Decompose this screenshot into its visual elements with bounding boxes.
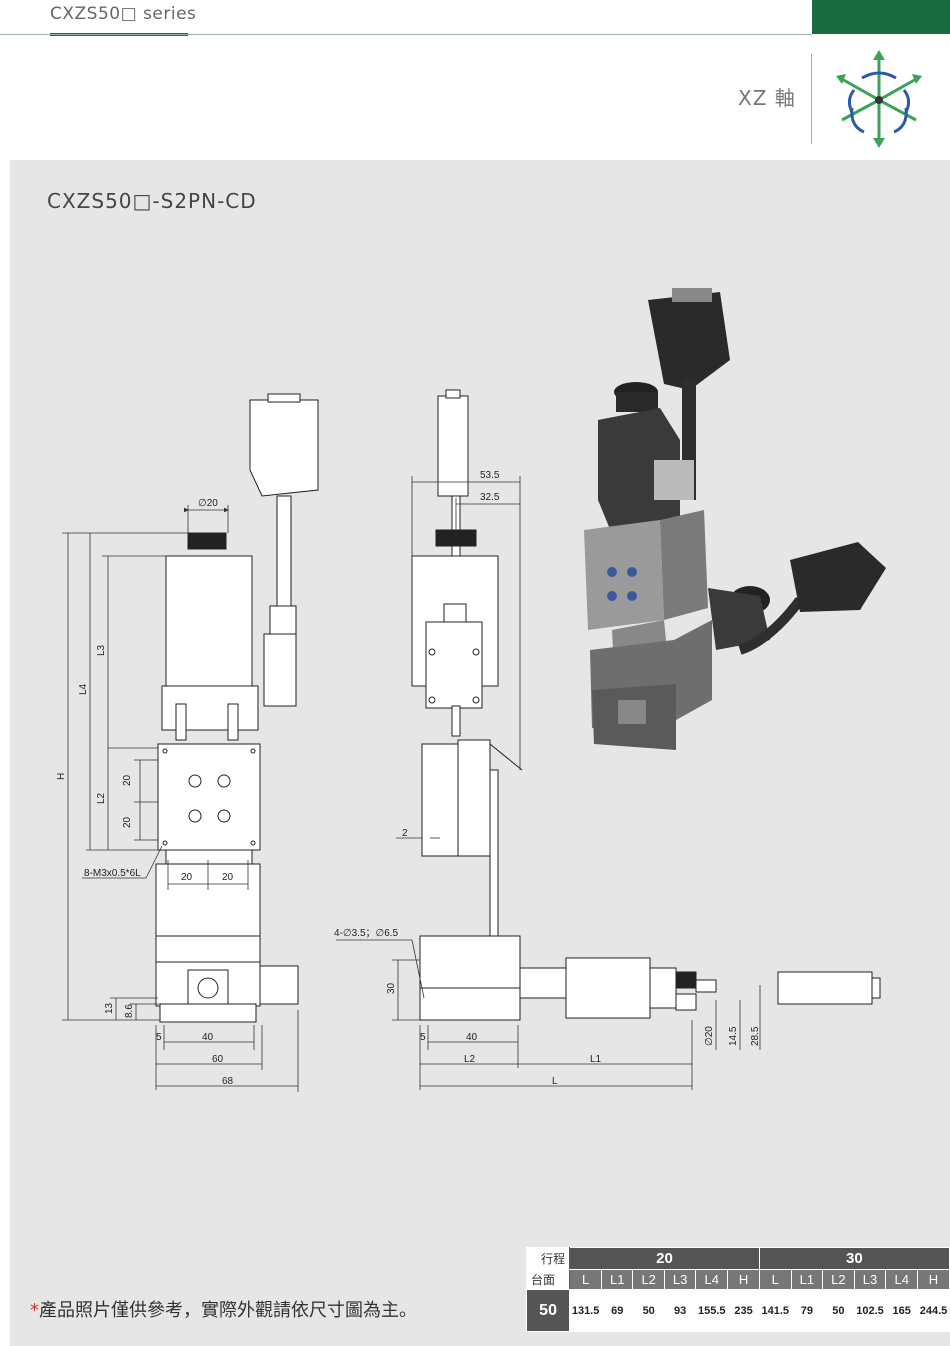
dim-5: 5 [156, 1032, 162, 1043]
row-key-50: 50 [525, 1289, 571, 1332]
dim-L2-side: L2 [464, 1054, 476, 1065]
axis-divider [811, 54, 812, 144]
col-L: L [569, 1269, 603, 1290]
table-label: 台面 [525, 1269, 571, 1290]
header-rule [0, 34, 812, 35]
axis-label: XZ 軸 [738, 86, 796, 110]
series-title: CXZS50□ series [50, 4, 197, 24]
note-star: * [30, 1300, 39, 1321]
dim-b20a: 20 [181, 872, 193, 883]
col-H: H [917, 1269, 950, 1290]
group-header-20: 20 [569, 1247, 760, 1270]
stroke-label: 行程 [541, 1252, 566, 1266]
cell-value: 69 [601, 1289, 634, 1332]
dim-14-5: 14.5 [728, 1026, 739, 1046]
dim-b20b: 20 [222, 872, 234, 883]
dim-L4: L4 [78, 683, 89, 695]
col-H: H [727, 1269, 760, 1290]
dim-5-side: 5 [420, 1032, 426, 1043]
col-L1: L1 [790, 1269, 824, 1290]
product-render [584, 288, 886, 750]
front-dimensions [62, 505, 299, 1092]
col-L2: L2 [822, 1269, 855, 1290]
dim-40-side: 40 [466, 1032, 478, 1043]
disclaimer-note: *產品照片僅供參考，實際外觀請依尺寸圖為主。 [30, 1296, 417, 1322]
dim-32-5: 32.5 [480, 492, 500, 503]
spec-table: 行程 20 30 台面 L L1 L2 L3 L4 H L L1 L2 L3 L… [525, 1247, 950, 1332]
cell-value: 79 [790, 1289, 824, 1332]
cell-value: 235 [727, 1289, 760, 1332]
dim-28-5: 28.5 [750, 1026, 761, 1046]
header-accent-bar [812, 0, 950, 34]
cell-value: 244.5 [917, 1289, 950, 1332]
dim-13: 13 [104, 1002, 115, 1014]
dim-L: L [552, 1076, 558, 1087]
side-dimension-labels: 53.5 32.5 2 4-∅3.5；∅6.5 30 5 40 L2 L1 L … [334, 470, 761, 1087]
dim-2: 2 [402, 828, 408, 839]
dim-hole: 8-M3x0.5*6L [84, 868, 141, 879]
cell-value: 131.5 [569, 1289, 603, 1332]
group-header-30: 30 [758, 1247, 950, 1270]
dim-phi20: ∅20 [198, 498, 218, 509]
dim-phi20-side: ∅20 [704, 1026, 715, 1046]
model-title: CXZS50□-S2PN-CD [47, 189, 257, 213]
dim-L1: L1 [590, 1054, 602, 1065]
cell-value: 141.5 [758, 1289, 792, 1332]
dim-8-6: 8.6 [124, 1004, 135, 1018]
cell-value: 50 [632, 1289, 665, 1332]
dim-60: 60 [212, 1054, 224, 1065]
front-view [155, 393, 319, 1023]
dim-L2: L2 [96, 792, 107, 804]
dim-H: H [56, 773, 67, 780]
col-L3: L3 [853, 1269, 887, 1290]
col-L1: L1 [601, 1269, 634, 1290]
stroke-label-cell: 行程 [525, 1247, 571, 1270]
side-view [411, 389, 881, 1021]
dim-holes: 4-∅3.5；∅6.5 [334, 928, 399, 939]
cell-value: 155.5 [695, 1289, 729, 1332]
cell-value: 50 [822, 1289, 855, 1332]
dim-40: 40 [202, 1032, 214, 1043]
dim-20b: 20 [122, 816, 133, 828]
col-L3: L3 [663, 1269, 697, 1290]
cell-value: 93 [663, 1289, 697, 1332]
cell-value: 102.5 [853, 1289, 887, 1332]
col-L4: L4 [695, 1269, 729, 1290]
col-L: L [758, 1269, 792, 1290]
xyz-axis-icon [836, 50, 922, 148]
front-dimension-labels: ∅20 H L4 L3 L2 20 20 8-M3x0.5*6L 20 20 1… [56, 498, 234, 1087]
dim-L3: L3 [96, 644, 107, 656]
dim-68: 68 [222, 1076, 234, 1087]
col-L2: L2 [632, 1269, 665, 1290]
dim-53-5: 53.5 [480, 470, 500, 481]
col-L4: L4 [885, 1269, 918, 1290]
dim-30: 30 [386, 982, 397, 994]
cell-value: 165 [885, 1289, 918, 1332]
note-text: 產品照片僅供參考，實際外觀請依尺寸圖為主。 [39, 1300, 417, 1321]
dim-20a: 20 [122, 774, 133, 786]
side-dimensions [336, 476, 761, 1090]
